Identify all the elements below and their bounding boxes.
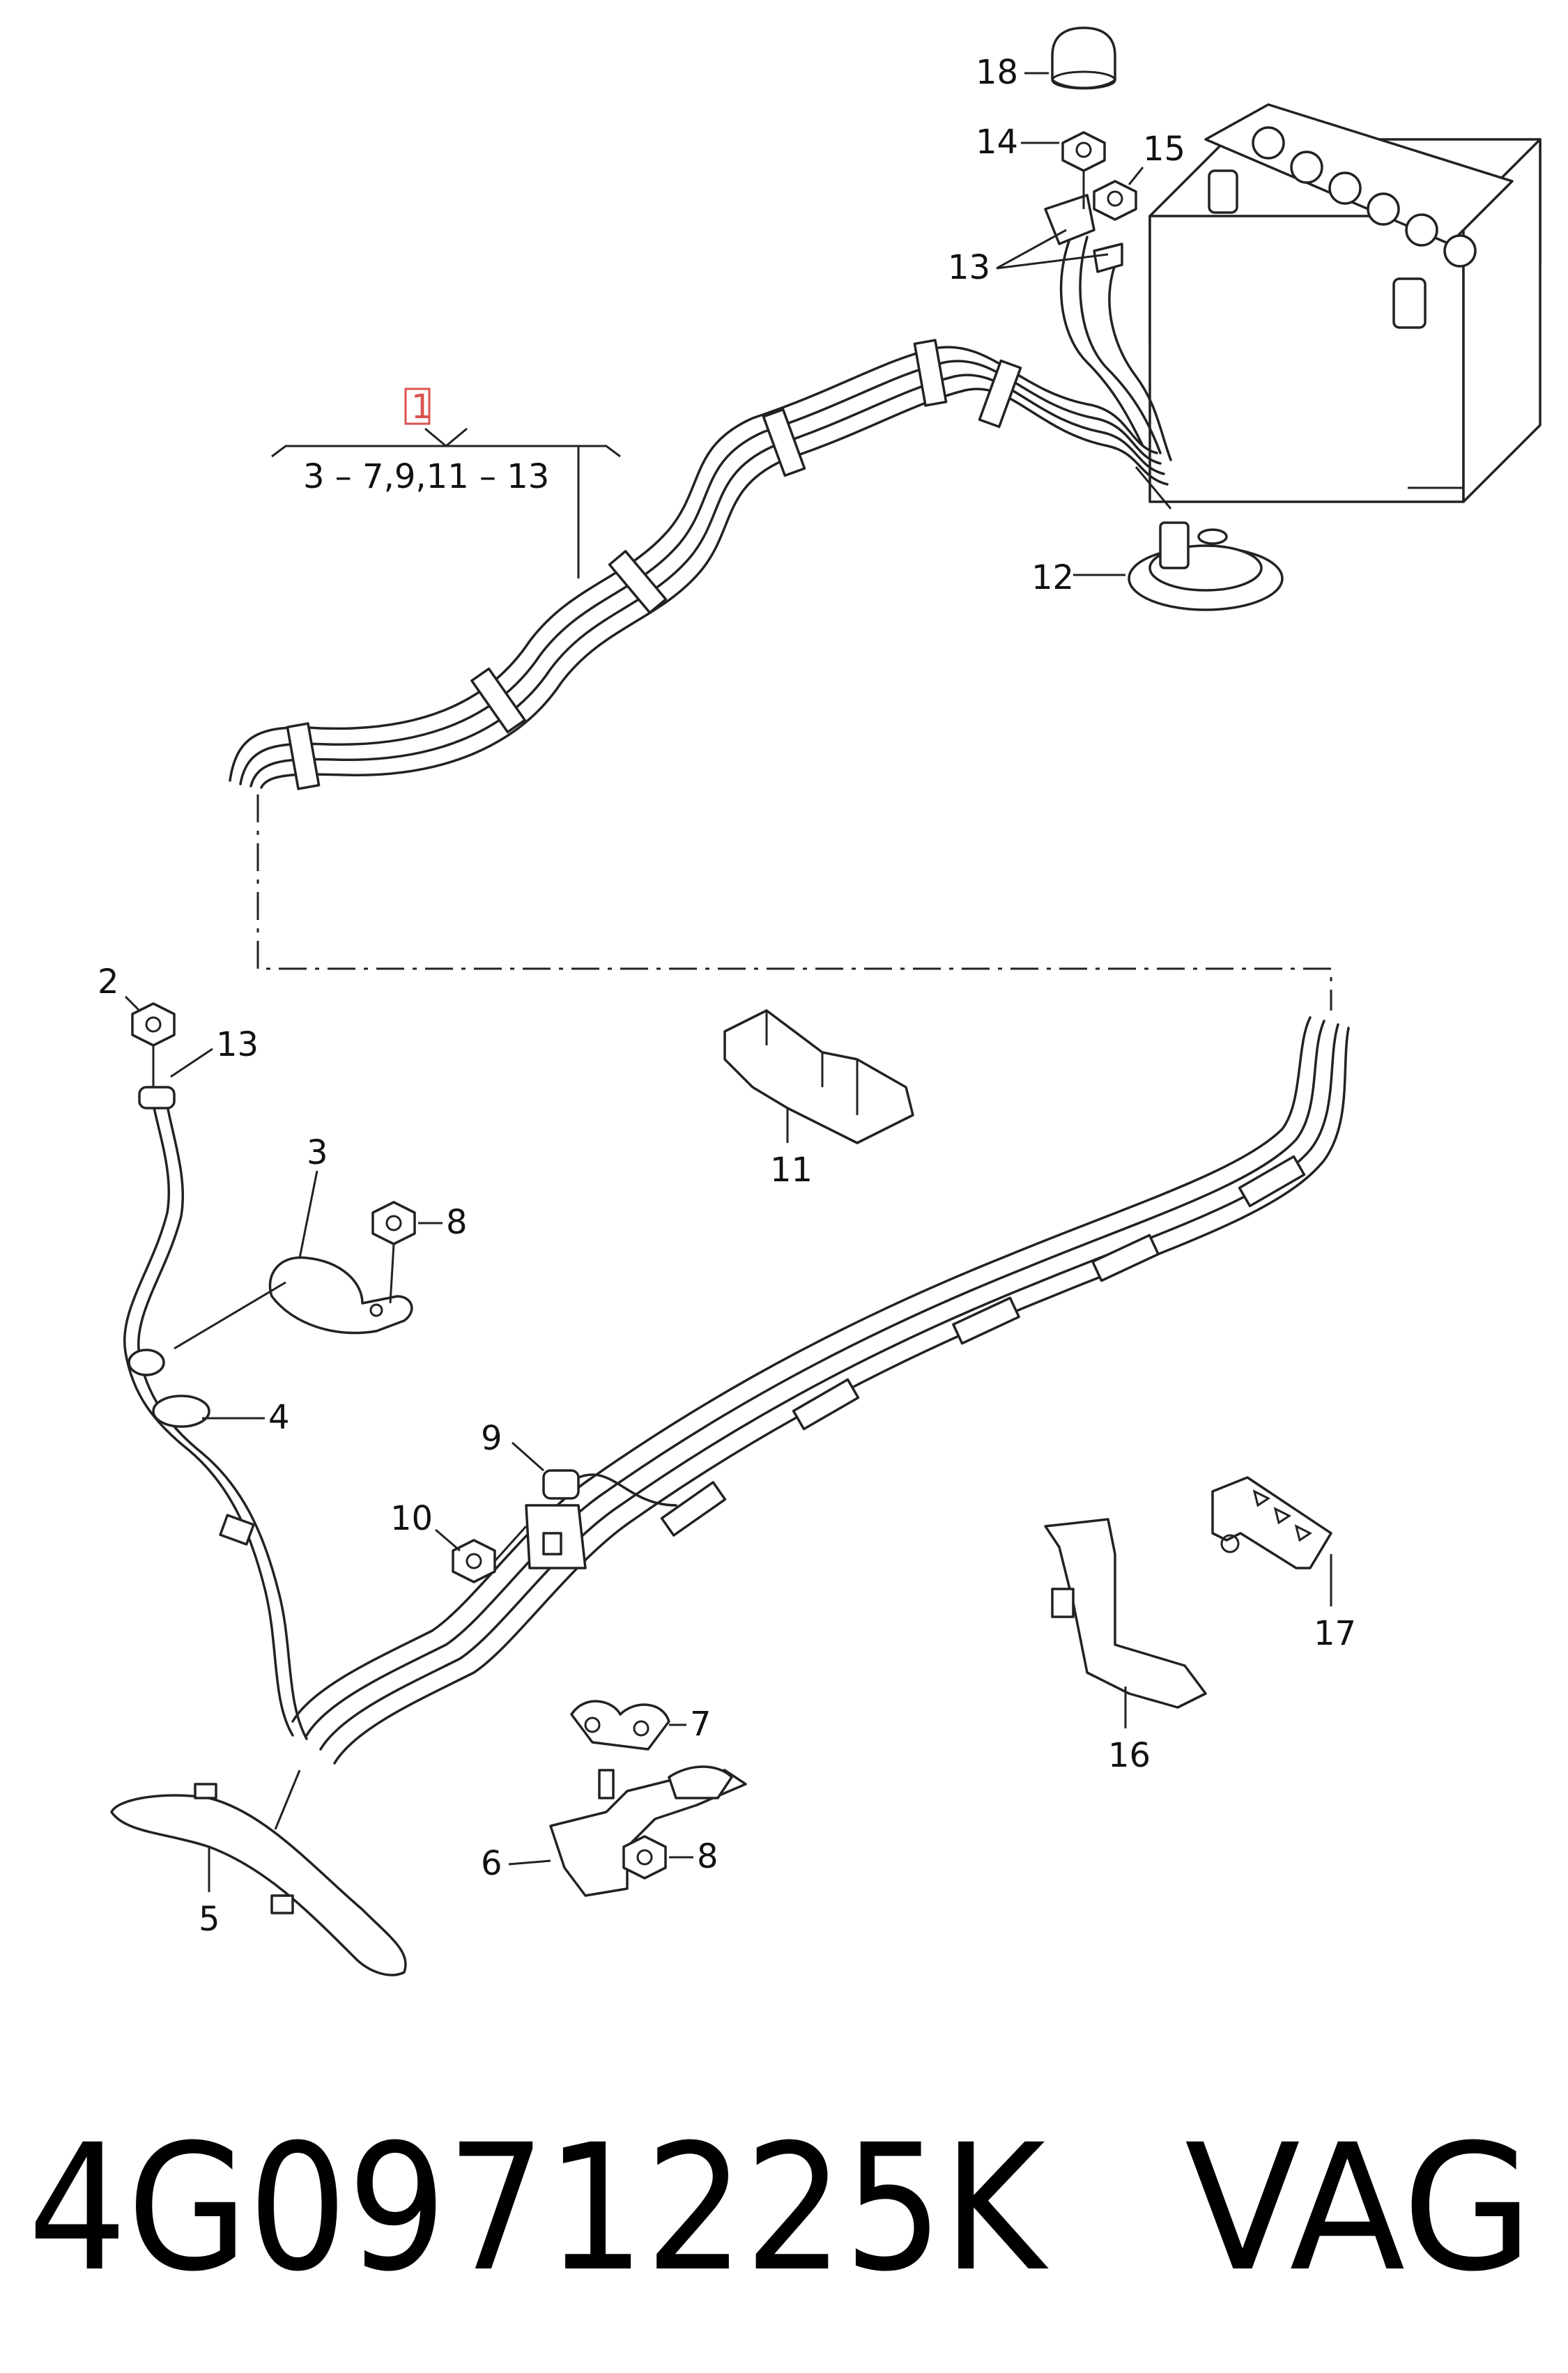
battery (1148, 103, 1542, 503)
callout-4: 4 (268, 1398, 290, 1437)
nut-14 (1061, 131, 1106, 172)
harness-upper (229, 339, 1169, 790)
left-cable (123, 1086, 308, 1740)
callout-8-upper: 8 (446, 1203, 468, 1242)
nut-15 (1093, 180, 1137, 221)
bracket-6 (549, 1765, 747, 1897)
battery-cell-caps (1252, 126, 1477, 268)
callout-13-top: 13 (948, 248, 990, 287)
trim-5 (110, 1783, 407, 1976)
bracket-16 (1044, 1518, 1207, 1709)
nut-2 (131, 1002, 176, 1047)
callout-6: 6 (481, 1844, 502, 1883)
callout-12: 12 (1031, 558, 1074, 597)
callout-17: 17 (1314, 1614, 1356, 1653)
part-number: 4G0971225K (28, 2107, 1049, 2310)
clip-7 (570, 1700, 670, 1751)
callout-10: 10 (390, 1499, 433, 1538)
nut-8-upper (371, 1201, 416, 1245)
callout-16: 16 (1108, 1736, 1151, 1775)
callout-8-lower: 8 (697, 1837, 718, 1876)
brand-name: VAG (1185, 2107, 1533, 2310)
harness-lower (291, 1016, 1350, 1765)
plate-17 (1211, 1476, 1332, 1569)
nut-10 (452, 1539, 496, 1583)
connector-dashline (256, 794, 1332, 1011)
grommet-12 (1128, 521, 1284, 611)
label-assembly-range: 3 – 7,9,11 – 13 (303, 457, 549, 496)
callout-5: 5 (199, 1900, 220, 1939)
callout-7: 7 (690, 1705, 712, 1744)
holder-11 (723, 1009, 914, 1144)
assembly-highlight-box (404, 387, 431, 425)
cap-18 (1051, 26, 1116, 90)
callout-11: 11 (770, 1151, 813, 1190)
nut-8-lower (622, 1835, 667, 1880)
callout-2: 2 (98, 962, 119, 1001)
connector-9 (525, 1469, 677, 1569)
callout-18: 18 (976, 53, 1018, 92)
callout-13-left: 13 (216, 1025, 259, 1064)
label-assembly: 1 (411, 387, 433, 427)
battery-cables (1044, 194, 1172, 461)
leader-lines (124, 72, 1332, 1892)
clip-3 (268, 1256, 413, 1335)
callout-14: 14 (976, 123, 1018, 162)
callout-9: 9 (481, 1419, 502, 1458)
callout-15: 15 (1143, 130, 1185, 169)
callout-3: 3 (307, 1133, 328, 1172)
